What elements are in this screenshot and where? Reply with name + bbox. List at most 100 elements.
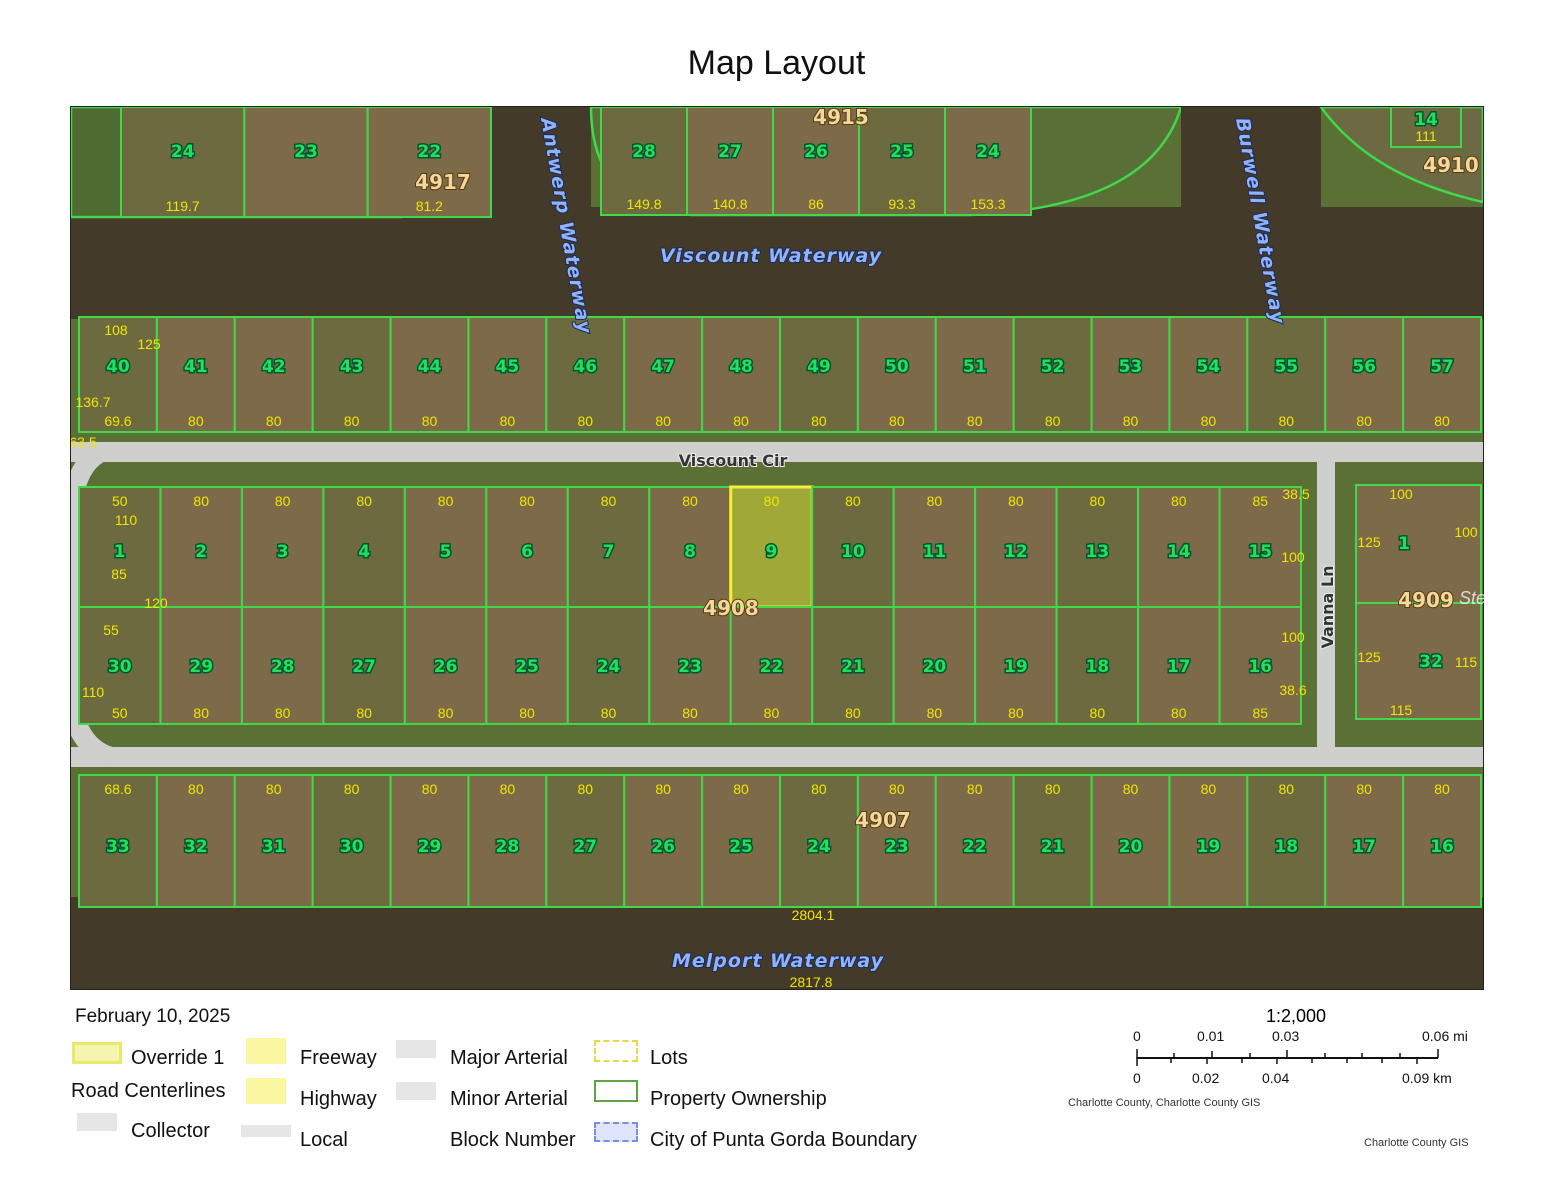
parcel-lot-56[interactable]: [1324, 316, 1405, 433]
lot-dimension: 80: [889, 413, 905, 429]
parcel-lot-53[interactable]: [1090, 316, 1171, 433]
parcel-lot-40[interactable]: [78, 316, 158, 433]
parcel-lot-57[interactable]: [1402, 316, 1482, 433]
parcel-lot-24[interactable]: [944, 107, 1032, 216]
parcel-lot-19[interactable]: [974, 606, 1058, 725]
lot-number: 13: [1085, 542, 1109, 562]
lot-dimension: 119.7: [166, 198, 200, 214]
lot-number: 32: [1419, 652, 1443, 672]
lot-number: 22: [417, 142, 441, 162]
parcel-lot-22[interactable]: [366, 107, 492, 218]
legend-swatch-freeway: [246, 1038, 286, 1064]
parcel-lot-30[interactable]: [78, 606, 162, 725]
lot-dimension: 80: [275, 705, 291, 721]
parcel-lot-26[interactable]: [403, 606, 488, 725]
parcel-lot-46[interactable]: [545, 316, 626, 433]
parcel-lot-28[interactable]: [240, 606, 325, 725]
lot-dimension: 80: [601, 705, 617, 721]
parcel-lot-20[interactable]: [892, 606, 977, 725]
parcel-lot-31[interactable]: [233, 774, 314, 908]
parcel-lot-24[interactable]: [120, 107, 246, 218]
parcel-lot-49[interactable]: [779, 316, 859, 433]
parcel-lot-23[interactable]: [856, 774, 937, 908]
parcel-lot-7[interactable]: [566, 486, 651, 608]
parcel-lot-12[interactable]: [974, 486, 1058, 608]
legend-minor-arterial: Minor Arterial: [450, 1088, 568, 1110]
parcel-lot-44[interactable]: [389, 316, 470, 433]
parcel-lot-19[interactable]: [1168, 774, 1249, 908]
lot-number: 31: [262, 837, 286, 857]
legend-swatch-major-arterial: [396, 1040, 436, 1058]
lot-dimension: 69.6: [104, 413, 131, 429]
map-title: Map Layout: [687, 44, 866, 82]
parcel-lot-5[interactable]: [403, 486, 488, 608]
parcel-lot-22[interactable]: [729, 606, 814, 725]
parcel-lot-9[interactable]: [729, 485, 814, 609]
parcel-lot-23[interactable]: [243, 107, 369, 218]
parcel-lot-24[interactable]: [779, 774, 859, 908]
parcel-lot-22[interactable]: [934, 774, 1015, 908]
parcel-lot-13[interactable]: [1055, 486, 1140, 608]
parcel-lot-16[interactable]: [1402, 774, 1482, 908]
parcel-lot-14[interactable]: [1390, 107, 1462, 148]
lot-dimension: 68.6: [104, 781, 131, 797]
viscount-cir-curve: [71, 443, 115, 767]
lot-number: 22: [963, 837, 987, 857]
lot-dimension: 110: [115, 512, 138, 528]
lot-number: 50: [885, 357, 909, 377]
parcel-lot-42[interactable]: [233, 316, 314, 433]
parcel-lot-10[interactable]: [811, 486, 895, 608]
lot-dimension: 80: [438, 493, 454, 509]
parcel-lot-29[interactable]: [159, 606, 243, 725]
lot-dimension: 85: [1252, 705, 1268, 721]
parcel-lot-43[interactable]: [311, 316, 392, 433]
parcel-lot-45[interactable]: [467, 316, 548, 433]
legend-override: Override 1: [131, 1047, 225, 1069]
parcel-lot-32[interactable]: [1355, 602, 1482, 720]
parcel-lot-29[interactable]: [389, 774, 470, 908]
parcel-lot-27[interactable]: [545, 774, 626, 908]
mi-label-3: 0.06 mi: [1422, 1028, 1468, 1044]
parcel-lot-55[interactable]: [1246, 316, 1327, 433]
legend-property-ownership: Property Ownership: [650, 1088, 827, 1110]
parcel-lot-47[interactable]: [623, 316, 704, 433]
label-vanna-ln: Vanna Ln: [1318, 565, 1337, 648]
legend-swatch-collector: [77, 1113, 117, 1131]
parcel-lot-8[interactable]: [648, 486, 732, 608]
parcel-lot-25[interactable]: [701, 774, 781, 908]
lot-number: 45: [496, 357, 520, 377]
lot-number: 47: [651, 357, 675, 377]
lot-number: 9: [766, 542, 778, 562]
label-viscount-cir: Viscount Cir: [679, 451, 788, 470]
parcel-lot-32[interactable]: [155, 774, 236, 908]
lot-dimension: 80: [422, 413, 438, 429]
parcel-lot-4[interactable]: [322, 486, 406, 608]
parcel-lot-24[interactable]: [566, 606, 651, 725]
parcel-lot-50[interactable]: [856, 316, 937, 433]
lot-dimension: 80: [188, 781, 204, 797]
parcel-lot-1[interactable]: [1355, 484, 1482, 604]
lot-dimension: 80: [682, 493, 698, 509]
parcel-lot-23[interactable]: [648, 606, 732, 725]
mi-label-2: 0.03: [1272, 1028, 1300, 1044]
parcel-lot-26[interactable]: [623, 774, 704, 908]
parcel-lot-33[interactable]: [78, 774, 158, 908]
parcel-lot-17[interactable]: [1137, 606, 1221, 725]
parcel-lot-14[interactable]: [1137, 486, 1221, 608]
lot-dimension: 80: [1278, 413, 1294, 429]
parcel-lot-17[interactable]: [1324, 774, 1405, 908]
lot-number: 30: [108, 657, 132, 677]
parcel-lot-15[interactable]: [1218, 486, 1302, 608]
parcel-lot-20[interactable]: [1090, 774, 1171, 908]
lot-number: 23: [885, 837, 909, 857]
parcel-lot-28[interactable]: [467, 774, 548, 908]
legend-swatch-highway: [246, 1078, 286, 1104]
lot-dimension: 80: [967, 781, 983, 797]
parcel-lot-51[interactable]: [934, 316, 1015, 433]
parcel-lot-16[interactable]: [1218, 606, 1302, 725]
lot-number: 54: [1197, 357, 1221, 377]
lot-dimension: 86: [808, 196, 824, 212]
lot-dimension: 80: [1008, 705, 1024, 721]
